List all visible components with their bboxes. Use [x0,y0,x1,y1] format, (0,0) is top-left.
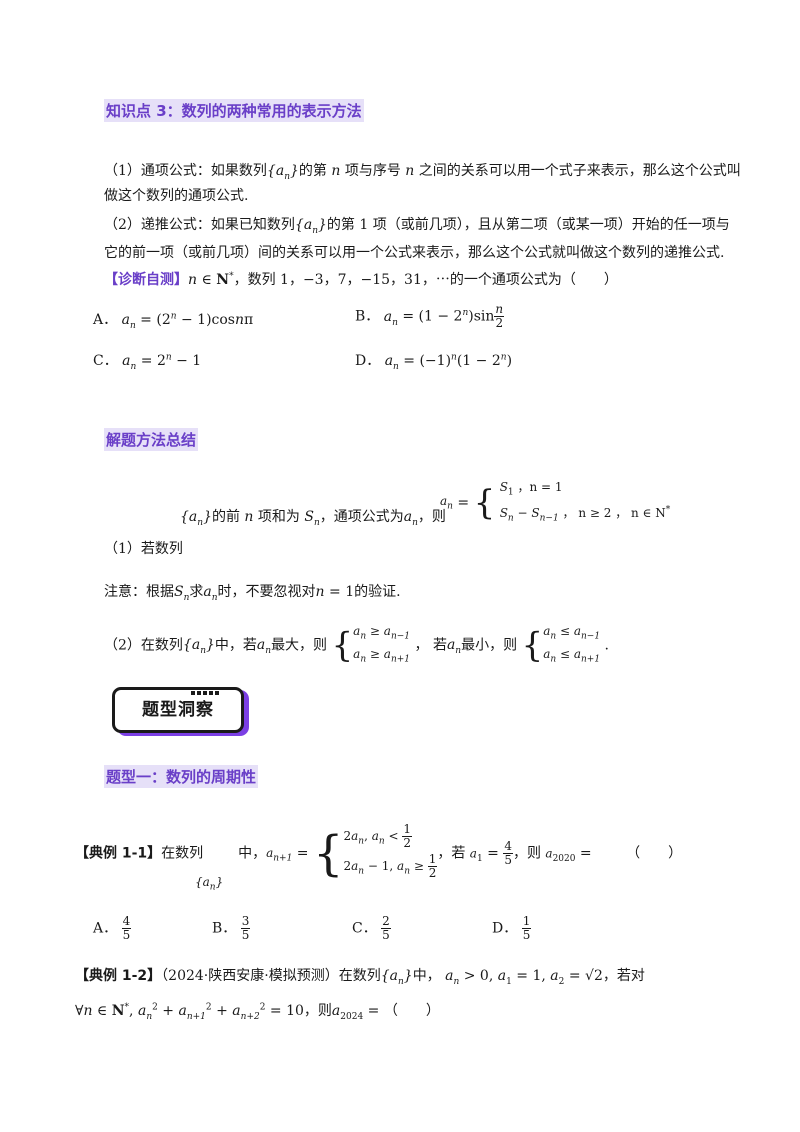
paragraph-recursive-formula: （2）递推公式：如果已知数列{an}的第 1 项（或前几项），且从第二项（或某一… [104,217,730,236]
paragraph-general-formula-cont: 做这个数列的通项公式. [104,188,249,204]
diagnostic-question: 【诊断自测】n ∈ N*，数列 1，−3，7，−15，31，⋯的一个通项公式为（… [104,271,618,288]
option-d: D． an = (−1)n(1 − 2n) [355,352,513,372]
paragraph-recursive-formula-cont: 它的前一项（或前几项）间的关系可以用一个公式来表示，那么这个公式就叫做这个数列的… [104,245,725,261]
badge-label: 题型洞察 [142,700,214,720]
sequence-symbol: {an} [266,163,299,182]
option-a: A． an = (2n − 1)cosnπ [93,311,254,331]
section-badge: 题型洞察 [112,687,244,733]
method-title: 解题方法总结 [104,428,199,451]
an-piecewise: an = { S1 ，n = 1 Sn − Sn−1 ， n ≥ 2 ， n ∈… [440,480,671,524]
example-1-2-cont: ∀n ∈ N*, an2 + an+12 + an+22 = 10，则a2024… [75,1002,440,1022]
method-line1: {an}的前 n 项和为 Sn，通项公式为an，则 [180,509,446,528]
option-c: C． an = 2n − 1 [93,352,202,372]
type1-title: 题型一：数列的周期性 [104,765,259,788]
method-item1: （1）若数列 [104,541,183,557]
method-note: 注意：根据Sn求an时，不要忽视对n = 1的验证. [104,584,401,603]
badge-dots [191,683,221,699]
sequence-an: {an} [195,875,224,893]
example-1-2: 【典例 1-2】（2024·陕西安康·模拟预测）在数列{an}中， an > 0… [75,968,645,987]
paragraph-general-formula: （1）通项公式：如果数列{an}的第 n 项与序号 n 之间的关系可以用一个式子… [104,163,741,182]
section-title: 知识点 3：数列的两种常用的表示方法 [104,99,364,122]
